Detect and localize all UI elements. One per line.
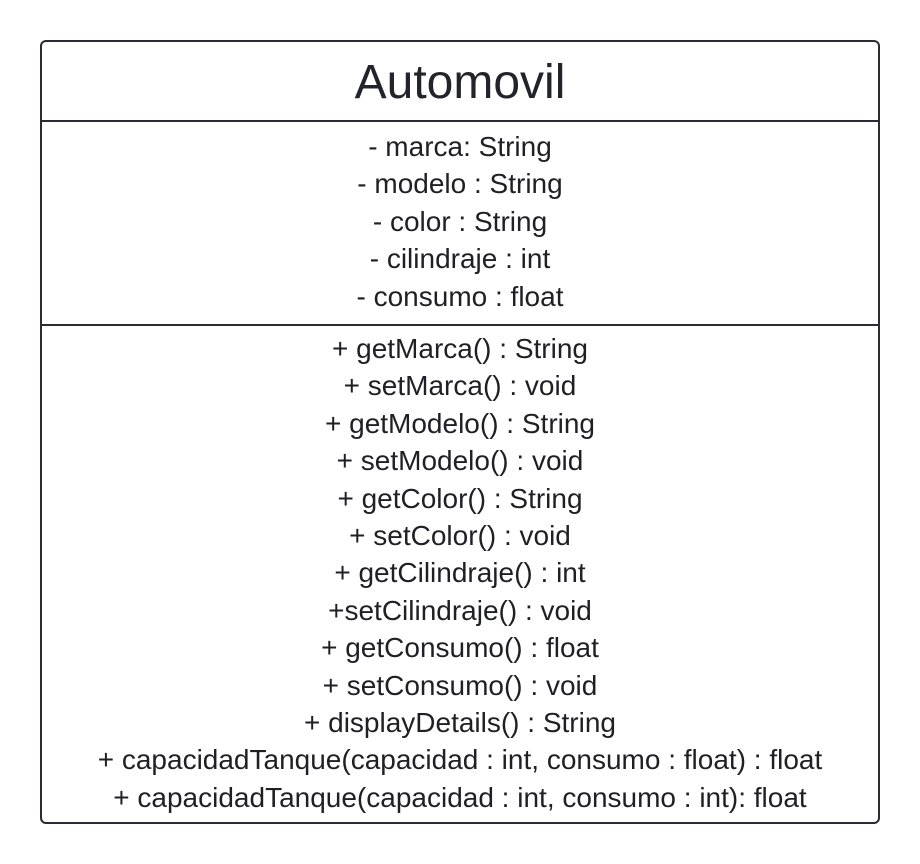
method-row: + displayDetails() : String [303, 706, 616, 738]
method-row: + getModelo() : String [324, 407, 596, 439]
attribute-row: - cilindraje : int [369, 243, 551, 275]
attribute-row: - color : String [372, 205, 548, 237]
method-row: + capacidadTanque(capacidad : int, consu… [97, 744, 823, 776]
attribute-row: - modelo : String [357, 168, 563, 200]
method-row: + getCilindraje() : int [334, 557, 586, 589]
method-row: +setCilindraje() : void [328, 594, 592, 626]
attribute-row: - marca: String [368, 131, 552, 162]
class-name-section: Automovil [42, 42, 878, 122]
class-name: Automovil [354, 56, 566, 109]
method-row: + capacidadTanque(capacidad : int, consu… [113, 781, 807, 813]
methods-section: + getMarca() : String + setMarca() : voi… [42, 326, 878, 822]
method-row: + getConsumo() : float [321, 632, 599, 664]
method-row: + setMarca() : void [343, 370, 577, 402]
attributes-section: - marca: String - modelo : String - colo… [42, 122, 878, 326]
method-row: + setModelo() : void [336, 445, 584, 477]
attribute-row: - consumo : float [356, 280, 564, 312]
method-row: + setConsumo() : void [322, 669, 598, 701]
method-row: + getColor() : String [337, 482, 583, 514]
method-row: + getMarca() : String [332, 333, 588, 364]
uml-class-box: Automovil - marca: String - modelo : Str… [40, 40, 880, 824]
method-row: + setColor() : void [349, 519, 571, 551]
